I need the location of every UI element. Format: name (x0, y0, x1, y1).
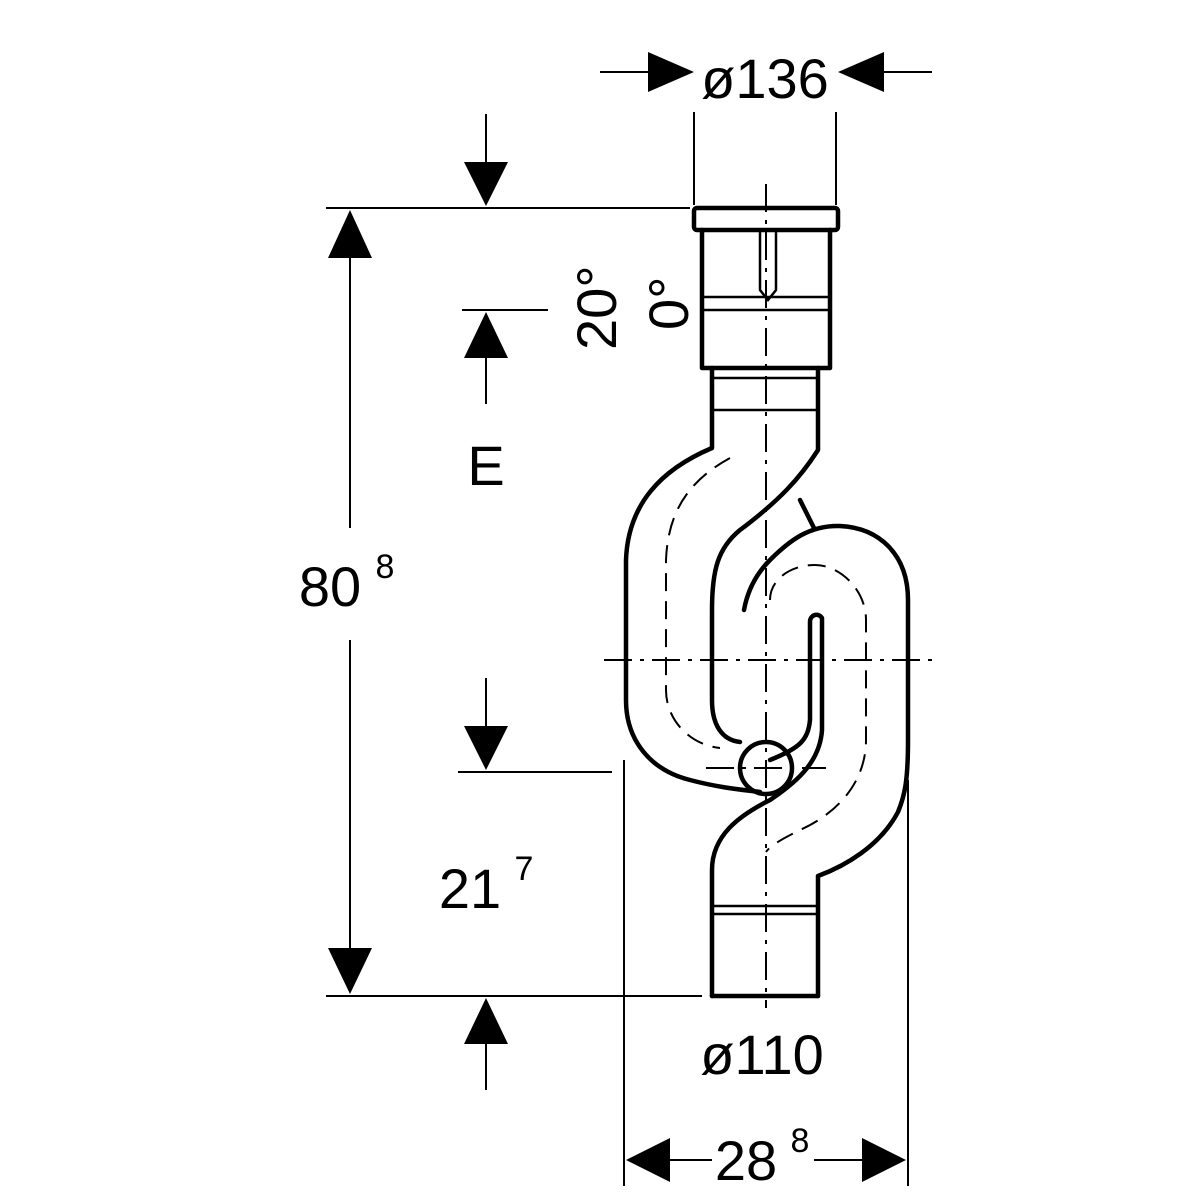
arrow-left-icon (626, 1138, 670, 1182)
siphon-body (623, 205, 911, 999)
lower-height-dimension: 21 7 (439, 678, 612, 1090)
arrow-down-icon (464, 726, 508, 770)
arrow-right-icon (648, 52, 694, 92)
bottom-diameter-label: ø110 (700, 1023, 823, 1086)
socket-slot (758, 232, 778, 303)
width-dimension: 28 8 (623, 760, 909, 1192)
inlet-dimension: E (462, 309, 548, 497)
angle-20-label: 20° (565, 265, 628, 350)
width-superscript: 8 (791, 1122, 810, 1160)
overall-height-dimension: 80 8 (299, 207, 702, 997)
angle-0-label: 0° (637, 276, 700, 330)
width-label: 28 (715, 1129, 777, 1192)
arrow-down-icon (328, 948, 372, 994)
arrow-up-icon (464, 998, 508, 1044)
lower-height-superscript: 7 (515, 850, 534, 888)
overall-height-label: 80 (299, 555, 361, 618)
overall-height-superscript: 8 (376, 548, 395, 586)
arrow-left-icon (838, 52, 884, 92)
arrow-up-icon (464, 312, 508, 358)
arrow-up-icon (328, 210, 372, 258)
arrow-right-icon (862, 1138, 906, 1182)
top-diameter-dimension: ø136 (600, 47, 932, 205)
arrow-down-icon (464, 162, 508, 206)
top-reference-arrow (464, 114, 508, 206)
lower-height-label: 21 (439, 857, 501, 920)
top-diameter-label: ø136 (701, 47, 829, 110)
inlet-label: E (467, 434, 504, 497)
